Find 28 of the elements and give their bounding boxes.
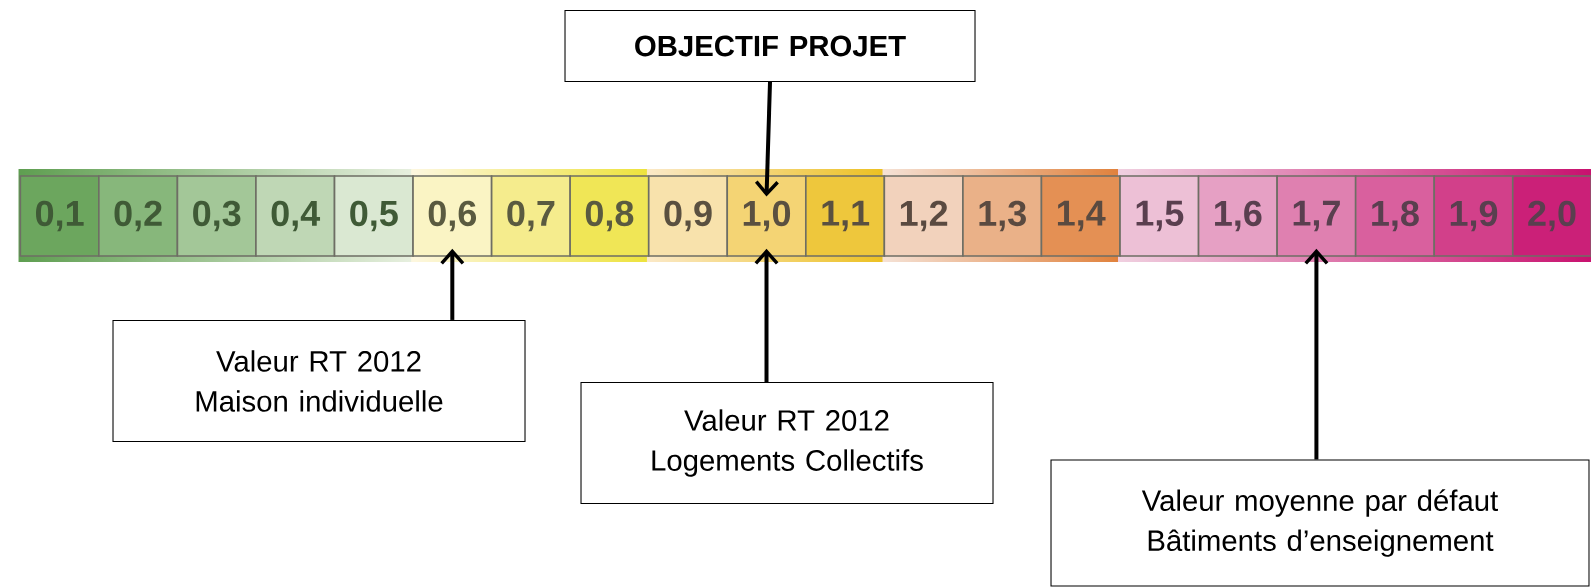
scale-cell: 0,3	[176, 175, 257, 257]
scale-cell: 1,3	[962, 175, 1043, 257]
scale-cell: 0,6	[412, 175, 493, 257]
arrow	[1304, 248, 1329, 460]
scale-cell: 1,6	[1197, 175, 1278, 257]
scale-cell: 0,5	[333, 175, 414, 257]
label-box: Valeur moyenne par défaut Bâtiments d’enseignement	[1050, 459, 1590, 587]
scale-cell: 0,4	[255, 175, 336, 257]
scale-cell: 0,7	[490, 175, 571, 257]
scale-cell: 1,7	[1276, 175, 1357, 257]
arrow	[440, 248, 465, 320]
scale-cell: 1,2	[883, 175, 964, 257]
scale-cell: 1,9	[1433, 175, 1514, 257]
label-box: OBJECTIF PROJET	[564, 10, 976, 82]
scale-cell: 0,8	[569, 175, 650, 257]
scale-cell: 2,0	[1511, 175, 1591, 257]
arrow	[754, 81, 779, 197]
scale-cell: 1,0	[726, 175, 807, 257]
label-box: Valeur RT 2012 Maison individuelle	[112, 319, 526, 443]
scale-cell: 1,1	[805, 175, 886, 257]
scale-cell: 0,2	[98, 175, 179, 257]
arrow	[754, 248, 779, 382]
label-box: Valeur RT 2012 Logements Collectifs	[580, 381, 994, 505]
scale-cell: 1,5	[1119, 175, 1200, 257]
scale-cell: 0,9	[647, 175, 729, 257]
scale-cell: 0,1	[19, 175, 100, 257]
scale-cell: 1,4	[1040, 175, 1121, 257]
scale-cell: 1,8	[1354, 175, 1435, 257]
